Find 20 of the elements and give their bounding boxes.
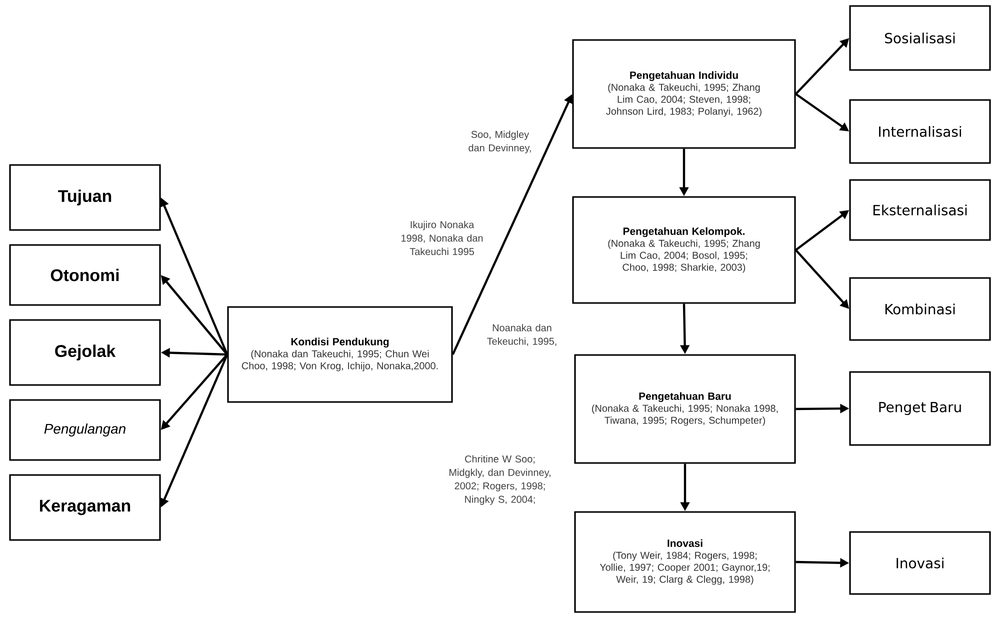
factor-box: Otonomi xyxy=(9,244,161,306)
citation-note: Chritine W Soo; Midgkly, dan Devinney, 2002; Rogers, 1998; Ningky S, 2004; xyxy=(450,455,550,505)
process-box: Pengetahuan Baru (Nonaka & Takeuchi, 1995; Nonaka 1998, Tiwana, 1995; Rogers, Schumpeter) xyxy=(574,354,796,464)
outcome-box: Penget Baru xyxy=(849,371,991,446)
outcome-box: Internalisasi xyxy=(849,99,991,164)
process-box: Inovasi (Tony Weir, 1984; Rogers, 1998; Yollie, 1997; Cooper 2001; Gaynor,19; Weir, 19; Clarg & Clegg, 1998) xyxy=(574,511,796,613)
factor-box: Pengulangan xyxy=(9,399,161,461)
process-box: Kondisi Pendukung (Nonaka dan Takeuchi, 1995; Chun Wei Choo, 1998; Von Krog, Ichijo, Nonaka,2000. xyxy=(227,306,453,403)
outcome-box: Eksternalisasi xyxy=(849,179,991,241)
factor-box: Gejolak xyxy=(9,319,161,386)
citation-note: Ikujiro Nonaka 1998, Nonaka dan Takeuchi 1995 xyxy=(402,220,483,256)
citation-note: Soo, Midgley dan Devinney, xyxy=(468,130,531,154)
factor-box: Keragaman xyxy=(9,474,161,541)
factor-box: Tujuan xyxy=(9,164,161,231)
process-box: Pengetahuan Kelompok. (Nonaka & Takeuchi, 1995; Zhang Lim Cao, 2004; Bosol, 1995; Choo, 1998; Sharkie, 2003) xyxy=(572,196,796,304)
process-box: Pengetahuan Individu (Nonaka & Takeuchi, 1995; Zhang Lim Cao, 2004; Steven, 1998; Johnson Lird, 1983; Polanyi, 1962) xyxy=(572,39,796,149)
citation-note: Noanaka dan Tekeuchi, 1995, xyxy=(487,324,556,346)
outcome-box: Inovasi xyxy=(849,531,991,595)
outcome-box: Kombinasi xyxy=(849,277,991,341)
outcome-box: Sosialisasi xyxy=(849,5,991,71)
